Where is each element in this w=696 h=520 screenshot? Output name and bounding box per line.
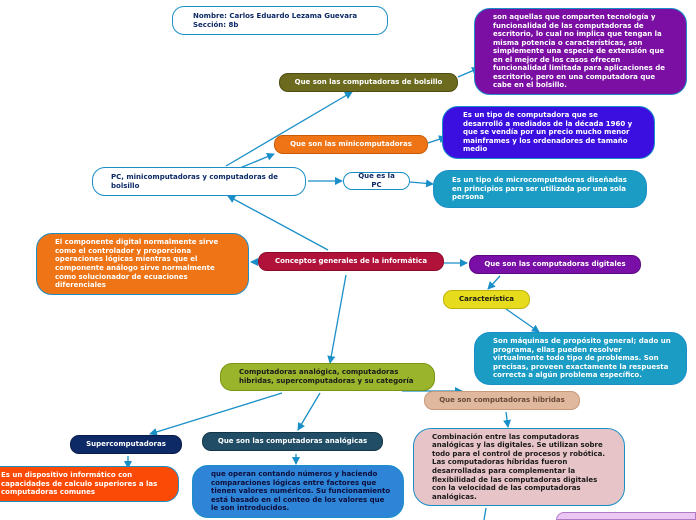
edge-root-pcgroup (227, 195, 329, 251)
node-super[interactable]: Supercomputadoras (70, 435, 182, 454)
edge-hibridas-down (483, 507, 487, 520)
node-analogicas-desc[interactable]: que operan contando números y haciendo c… (192, 465, 404, 518)
node-bolsillo[interactable]: Que son las computadoras de bolsillo (279, 73, 458, 92)
node-pc-group[interactable]: PC, minicomputadoras y computadoras de b… (92, 167, 306, 196)
node-analogicas[interactable]: Que son las computadoras analógicas (202, 432, 383, 451)
node-caracteristica-desc[interactable]: Son máquinas de propósito general; dado … (474, 332, 687, 385)
node-pc-desc[interactable]: Es un tipo de microcomputadoras diseñada… (433, 170, 647, 208)
edge-analoggroup-super (149, 392, 283, 436)
node-pc[interactable]: Que es la PC (343, 172, 410, 190)
node-mini[interactable]: Que son las minicomputadoras (274, 135, 428, 154)
node-digitales[interactable]: Que son las computadoras digitales (469, 255, 641, 274)
edge-pc-desc (409, 179, 434, 188)
edge-digitales-caracteristica (487, 275, 501, 290)
node-root[interactable]: Conceptos generales de la informática (258, 252, 444, 271)
node-hibridas[interactable]: Que son computadoras hibridas (424, 391, 580, 410)
student-name: Nombre: Carlos Eduardo Lezama Guevara (193, 11, 358, 20)
node-analog-desc-left[interactable]: El componente digital normalmente sirve … (36, 233, 249, 295)
edge-pcgroup-mini (239, 152, 275, 169)
node-super-desc[interactable]: Es un dispositivo informático con capaci… (0, 466, 179, 502)
edge-pcgroup-bolsillo (225, 91, 353, 167)
edge-root-analoggroup (327, 274, 347, 364)
student-section: Sección: 8b (193, 20, 239, 29)
node-caracteristica[interactable]: Característica (443, 290, 530, 309)
node-analog-group[interactable]: Computadoras analógica, computadoras hib… (220, 363, 435, 391)
node-partial-bottom-right (556, 512, 696, 520)
node-mini-desc[interactable]: Es un tipo de computadora que se desarro… (442, 106, 655, 159)
edge-hibridas-desc (503, 411, 512, 428)
node-hibridas-desc[interactable]: Combinación entre las computadoras analó… (413, 428, 625, 506)
edge-analoggroup-analogicas (297, 392, 321, 431)
student-header: Nombre: Carlos Eduardo Lezama Guevara Se… (172, 6, 388, 35)
edge-caracteristica-desc (505, 308, 540, 333)
node-bolsillo-desc[interactable]: son aquellas que comparten tecnología y … (474, 8, 687, 95)
